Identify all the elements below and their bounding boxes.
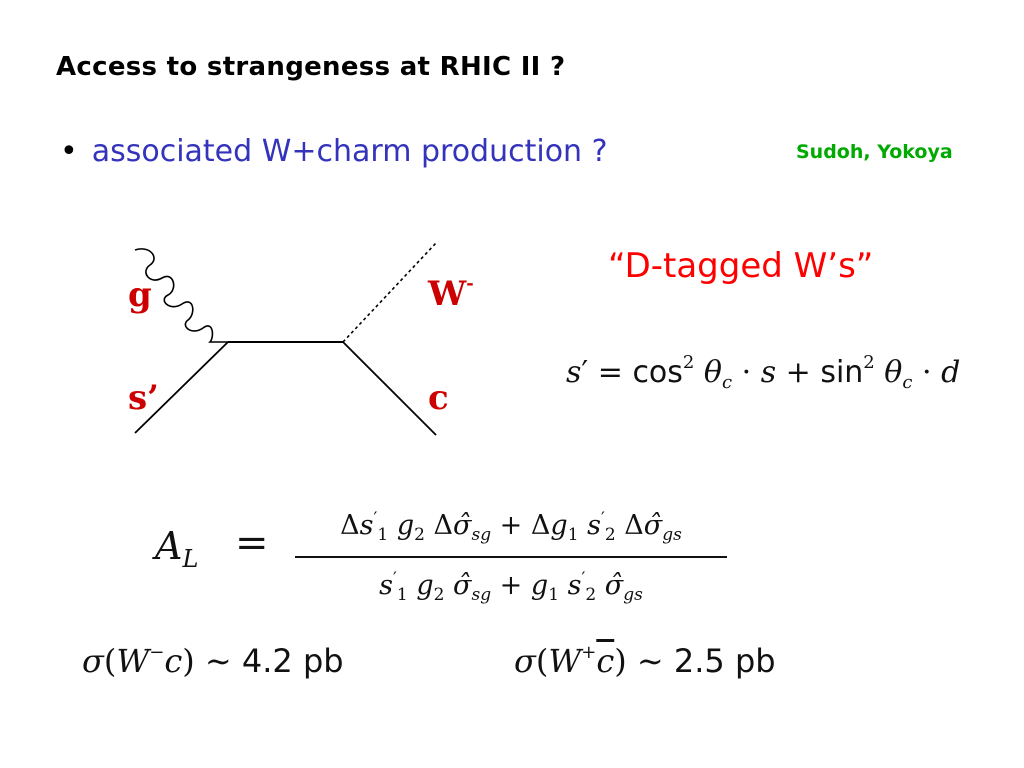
asymmetry-fraction: Δs′1 g2 Δσ̂sg + Δg1 s′2 Δσ̂gs s′1 g2 σ̂s… xyxy=(295,500,727,614)
strange-mixing-equation: s′ = cos2 θc · s + sin2 θc · d xyxy=(566,352,961,393)
w-boson-line xyxy=(342,242,437,343)
bullet-item: • associated W+charm production ? xyxy=(60,134,608,169)
fraction-numerator: Δs′1 g2 Δσ̂sg + Δg1 s′2 Δσ̂gs xyxy=(340,509,682,545)
bullet-text: associated W+charm production ? xyxy=(91,134,608,169)
strange-quark-line xyxy=(134,341,229,434)
gluon-label: g xyxy=(128,275,152,315)
w-boson-label-charge: - xyxy=(466,273,474,294)
tagline: “D-tagged W’s” xyxy=(608,246,874,286)
fraction-denominator: s′1 g2 σ̂sg + g1 s′2 σ̂gs xyxy=(379,569,643,605)
asymmetry-lhs: AL xyxy=(155,524,199,573)
strange-label: s’ xyxy=(128,378,159,418)
bullet-marker: • xyxy=(60,134,78,169)
cross-section-w-plus: σ(W+c) ∼ 2.5 pb xyxy=(514,642,776,680)
slide-title: Access to strangeness at RHIC II ? xyxy=(56,52,566,82)
w-boson-label-base: W xyxy=(428,274,467,314)
w-boson-label: W- xyxy=(428,273,474,314)
equals-sign: = xyxy=(235,520,269,566)
cross-section-w-minus: σ(W−c) ∼ 4.2 pb xyxy=(82,642,344,680)
gluon-line xyxy=(134,248,228,343)
charm-label: c xyxy=(428,378,449,418)
charm-quark-line xyxy=(342,341,437,436)
author-credit: Sudoh, Yokoya xyxy=(796,141,953,163)
fraction-bar xyxy=(295,556,727,558)
